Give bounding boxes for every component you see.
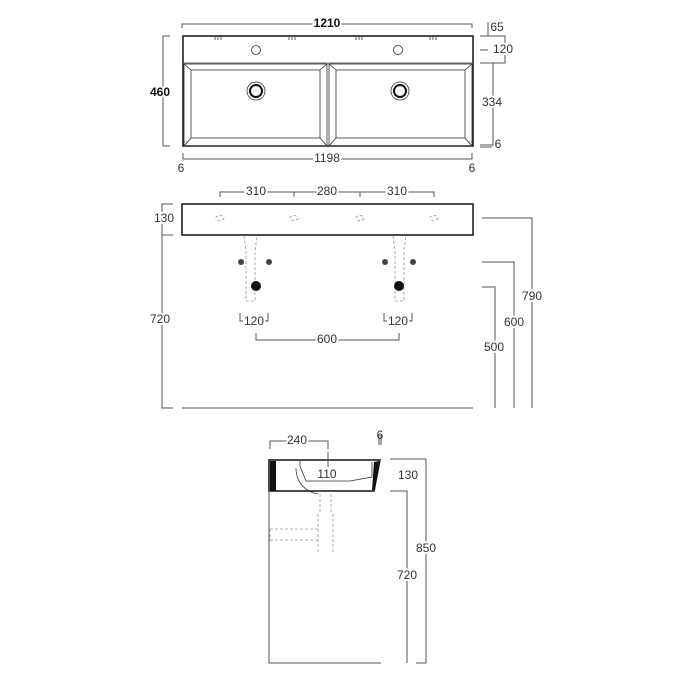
dim-height-600: 600 <box>504 315 524 329</box>
dim-fixing-left: 120 <box>244 314 264 328</box>
dim-inner-width: 1198 <box>314 151 340 165</box>
fixing-screw-icon <box>266 259 272 265</box>
drain-left-icon <box>246 81 266 101</box>
side-view: 240 6 110 130 850 720 <box>268 428 438 664</box>
dim-basin-130: 130 <box>398 468 418 482</box>
dim-waste-spacing: 600 <box>317 332 337 346</box>
dim-total-850: 850 <box>416 541 436 555</box>
dim-fixing-right: 120 <box>388 314 408 328</box>
dim-height-500: 500 <box>484 340 504 354</box>
waste-outlet-right <box>394 281 404 291</box>
top-view: 1210 460 65 120 334 6 1198 6 6 <box>148 14 515 175</box>
basin-section <box>268 459 381 492</box>
drain-right-icon <box>390 81 410 101</box>
dim-depth-240: 240 <box>287 433 307 447</box>
tap-hole-left <box>251 45 261 55</box>
dim-side-left: 6 <box>178 161 185 175</box>
dim-overall-depth: 460 <box>150 85 170 99</box>
basin-outline <box>182 35 474 147</box>
dim-hole-spacing-3: 310 <box>387 184 407 198</box>
dim-basin-depth: 334 <box>482 95 502 109</box>
tap-hole-right <box>393 45 403 55</box>
dim-mount-720: 720 <box>397 568 417 582</box>
dim-bowl-110: 110 <box>317 467 336 481</box>
dim-height-790: 790 <box>522 289 542 303</box>
dim-mount-height: 720 <box>150 312 170 326</box>
dim-deck-offset: 65 <box>490 20 504 34</box>
front-view: 310 280 310 120 120 600 130 720 790 600 … <box>148 182 544 409</box>
dim-rim-6: 6 <box>377 428 384 442</box>
dim-hole-spacing-1: 310 <box>246 184 266 198</box>
dim-overall-width: 1210 <box>314 16 341 30</box>
fixing-screw-icon <box>238 259 244 265</box>
basin-front <box>181 203 474 236</box>
dim-basin-height: 130 <box>154 211 174 225</box>
dim-hole-spacing-2: 280 <box>317 184 337 198</box>
dim-deck-depth: 120 <box>493 42 513 56</box>
fixing-screw-icon <box>410 259 416 265</box>
waste-outlet-left <box>251 281 261 291</box>
fixing-screw-icon <box>382 259 388 265</box>
dim-side-right: 6 <box>469 161 476 175</box>
dim-rim-bottom: 6 <box>495 137 502 151</box>
